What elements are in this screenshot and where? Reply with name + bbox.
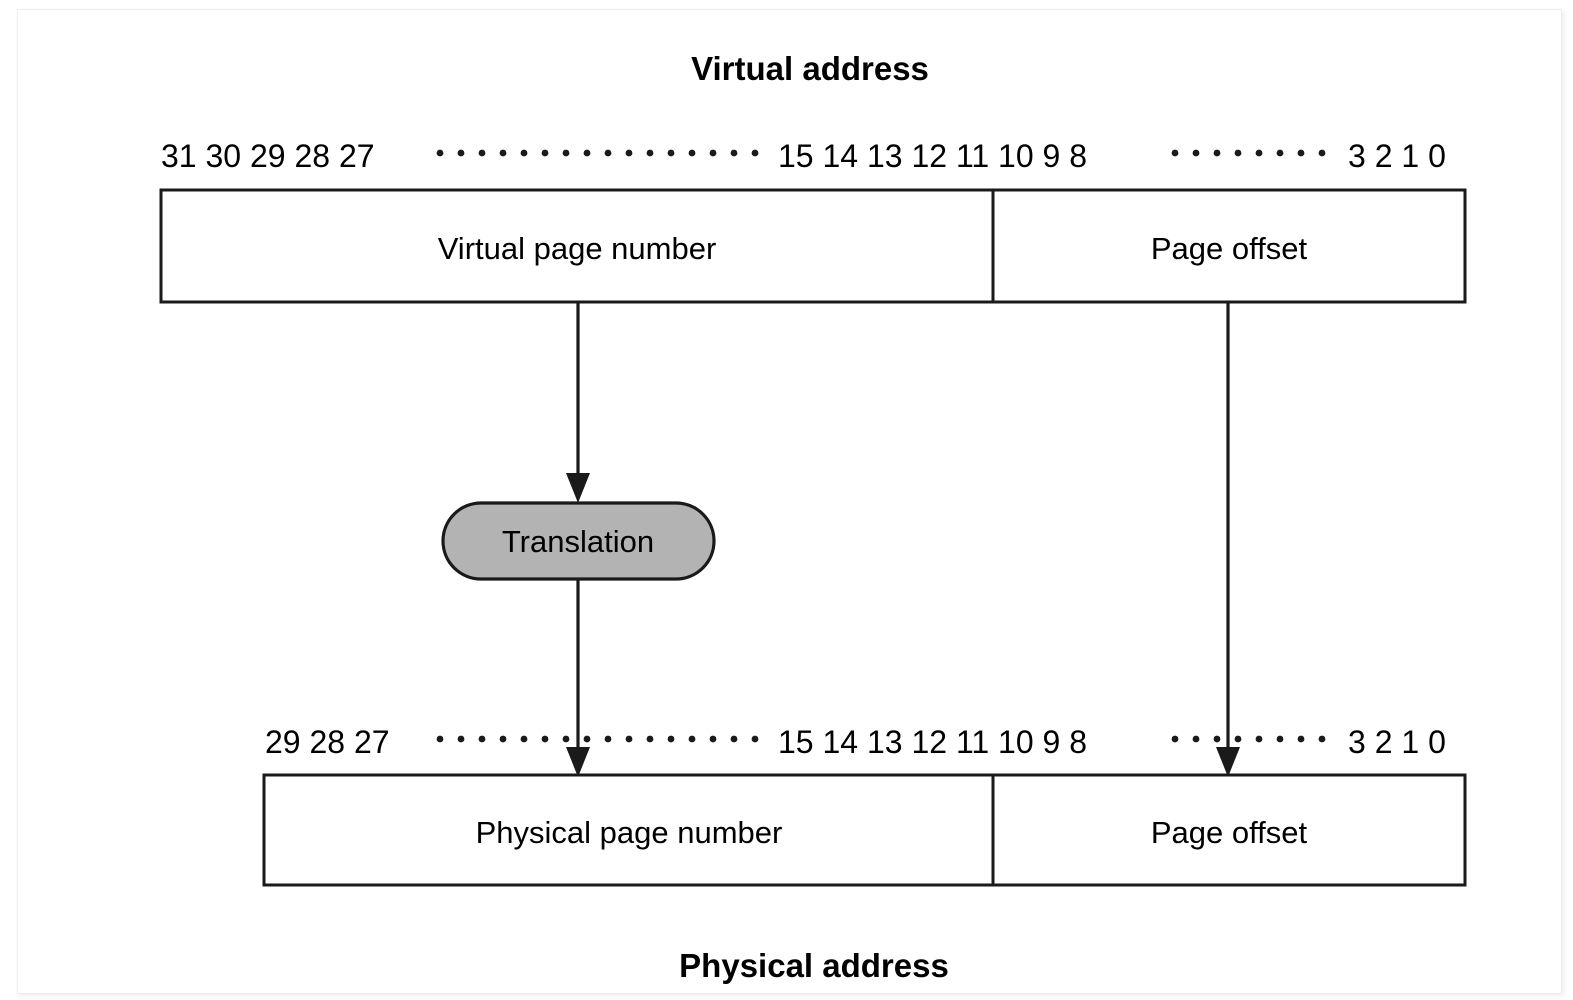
physical-address-title: Physical address	[679, 947, 949, 984]
translation-label: Translation	[502, 524, 654, 559]
physical-ellipsis-right-dots	[1171, 735, 1326, 743]
virtual-page-number-label: Virtual page number	[438, 231, 717, 266]
physical-page-offset-label: Page offset	[1151, 815, 1308, 850]
physical-page-number-label: Physical page number	[476, 815, 783, 850]
physical-bit-labels-right: 3 2 1 0	[1348, 724, 1446, 760]
page-offset-passthrough-arrow	[1216, 302, 1240, 777]
vpn-to-translation-arrow	[566, 302, 590, 503]
virtual-ellipsis-left-dots	[436, 149, 759, 157]
virtual-bit-labels-left: 31 30 29 28 27	[161, 138, 375, 174]
virtual-bit-labels-mid: 15 14 13 12 11 10 9 8	[778, 138, 1087, 174]
translation-to-ppn-arrow	[566, 579, 590, 777]
physical-bit-labels-mid: 15 14 13 12 11 10 9 8	[778, 724, 1087, 760]
virtual-page-offset-label: Page offset	[1151, 231, 1308, 266]
physical-address-box	[262, 773, 1467, 887]
physical-bit-labels-left: 29 28 27	[265, 724, 390, 760]
translation-node: Translation	[441, 501, 716, 581]
virtual-address-box	[159, 188, 1467, 304]
virtual-ellipsis-right-dots	[1171, 149, 1326, 157]
physical-ellipsis-left-dots	[436, 735, 759, 743]
virtual-bit-labels-right: 3 2 1 0	[1348, 138, 1446, 174]
virtual-address-title: Virtual address	[691, 50, 929, 87]
